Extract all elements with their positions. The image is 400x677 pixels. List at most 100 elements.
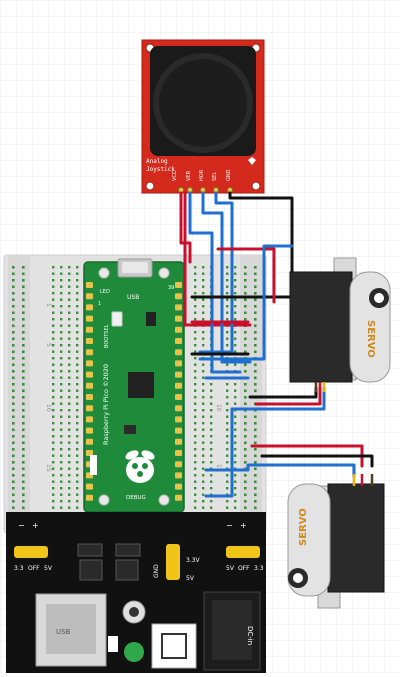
breadboard-hole [226,389,229,392]
breadboard-hole [68,376,71,379]
rail-hole [22,493,25,497]
breadboard-hole [226,480,229,483]
breadboard-hole [226,441,229,444]
breadboard-hole [76,435,79,438]
label-gnd: GND [153,564,160,578]
breadboard-hole [60,363,63,366]
rail-hole [244,331,247,334]
breadboard-hole [210,383,213,386]
breadboard-hole [226,272,229,275]
flame-logo-icon [248,157,256,165]
rail-hole [12,493,15,497]
rail-hole [22,402,25,406]
jumper-right[interactable] [226,546,260,558]
rail-hole [22,324,25,328]
rail-hole [244,337,247,341]
mount-hole-icon [98,267,110,279]
breadboard-hole [194,357,197,360]
pico-pin-pad [175,483,182,490]
wire-hor-blue [201,191,252,364]
breadboard-hole [202,415,205,418]
joystick-pin-label-gnd: GND [226,169,232,181]
rail-hole [12,285,15,289]
joystick-name-line1: Analog [146,158,168,165]
rail-hole [22,461,25,464]
power-supply-module: − + − + 3.3 OFF 5V 5V OFF 3.3 GND 3.3V 5… [6,512,266,673]
rail-hole [244,461,247,464]
jumper-center[interactable] [166,544,180,580]
label-off-right: OFF [238,565,250,572]
breadboard-hole [52,402,55,405]
breadboard-hole [60,389,63,392]
servo-bottom-label: SERVO [298,508,309,546]
rail-hole [22,285,25,289]
breadboard-hole [210,396,213,399]
breadboard-hole [210,428,213,431]
breadboard-hole [210,480,213,483]
breadboard-hole [68,337,71,340]
breadboard-hole [76,363,79,366]
rail-hole [254,500,257,503]
rail-hole [254,435,257,438]
rail-hole [244,506,247,510]
rail-hole [22,441,25,445]
jumper-left[interactable] [14,546,48,558]
breadboard-hole [68,344,71,347]
resistor-icon [108,636,118,652]
breadboard-hole [194,285,197,288]
breadboard-hole [60,292,63,295]
breadboard-hole [76,474,79,477]
rail-hole [12,337,15,341]
rail-hole [22,344,25,347]
breadboard-hole [60,318,63,321]
power-button[interactable] [151,623,197,669]
capacitor-left [79,559,103,581]
breadboard-hole [194,474,197,477]
raspberry-logo-icon [125,450,155,483]
rail-hole [244,363,247,367]
breadboard-hole [194,389,197,392]
rail-hole [22,357,25,360]
pico-pin-pad [175,494,182,501]
rail-hole [22,363,25,367]
breadboard-hole [76,370,79,373]
rail-hole [254,389,257,393]
rail-hole [244,428,247,432]
breadboard-hole [202,344,205,347]
rail-hole [12,376,15,380]
usb-port-label: USB [56,628,71,636]
pico-pin-pad [86,394,93,400]
pin39-label: 39 [168,285,174,291]
breadboard-hole [210,506,213,509]
rail-hole [12,396,15,399]
rail-hole [12,305,15,308]
breadboard-hole [194,461,197,464]
breadboard-hole [210,402,213,405]
breadboard-hole [202,389,205,392]
breadboard-hole [202,441,205,444]
pico-pin-pad [175,349,182,356]
breadboard-hole [76,448,79,451]
breadboard-hole [60,298,63,301]
breadboard-hole [76,376,79,379]
breadboard-hole [60,357,63,360]
breadboard-hole [52,448,55,451]
pico-pin-pad [86,338,93,344]
rail-hole [12,311,15,315]
breadboard-hole [226,318,229,321]
joystick-pin-label-ver: VER [186,170,192,181]
wire-signal-blue [198,244,294,361]
breadboard-hole [60,279,63,282]
breadboard-hole [52,487,55,490]
breadboard-hole [226,311,229,314]
breadboard-hole [68,266,71,269]
breadboard-hole [60,331,63,334]
breadboard-hole [52,370,55,373]
breadboard-hole [234,285,237,288]
rail-hole [22,428,25,432]
breadboard-hole [76,506,79,509]
bootsel-button[interactable] [111,311,123,327]
rail-hole [12,318,15,321]
joystick-name-line2: Joystick [146,166,175,173]
rail-hole [12,370,15,373]
